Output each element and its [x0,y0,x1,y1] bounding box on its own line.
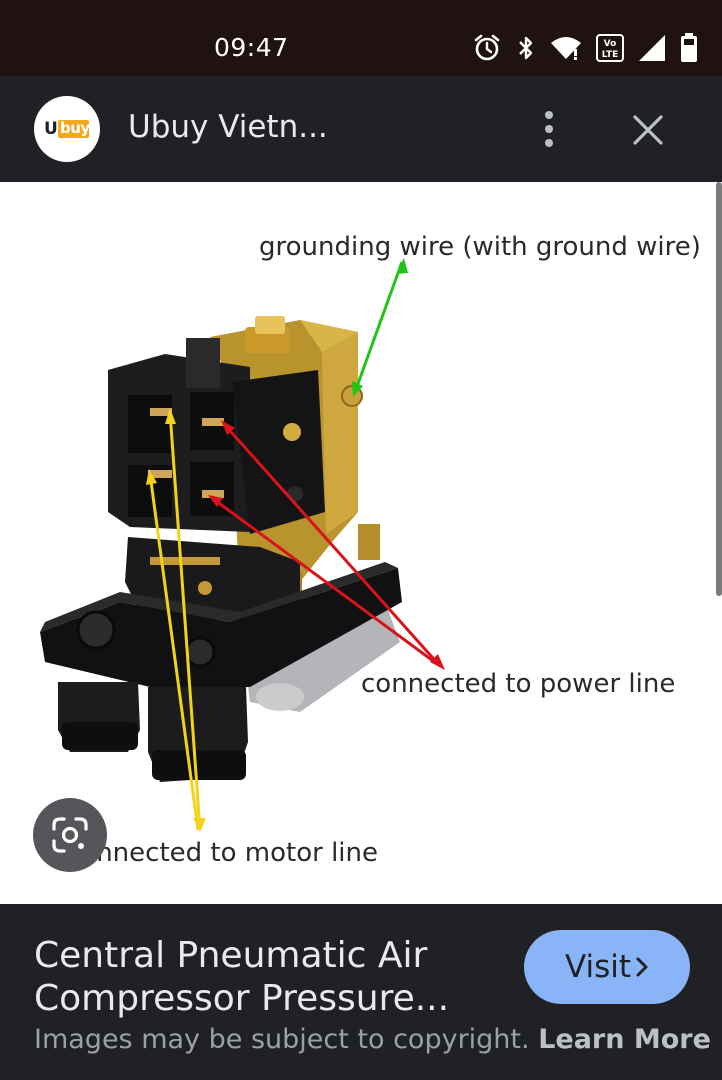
more-options-button[interactable] [530,108,568,150]
alarm-icon [474,34,500,61]
learn-more-link[interactable]: Learn More [538,1024,711,1055]
motor-arrows [146,408,206,832]
scrollbar-thumb[interactable] [716,182,722,596]
result-title[interactable]: Central Pneumatic Air Compressor Pressur… [34,934,494,1020]
signal-icon [639,35,665,61]
result-title-line1: Central Pneumatic Air [34,935,428,976]
more-vert-icon-dot [545,125,553,133]
wifi-icon [551,37,581,60]
status-time: 09:47 [214,33,289,62]
svg-text:Vo: Vo [604,39,617,49]
bluetooth-icon [519,36,533,60]
annotation-motor: connected to motor line [66,838,378,868]
chevron-right-icon [636,957,648,977]
visit-button[interactable]: Visit [524,930,690,1004]
close-icon [633,115,663,145]
status-icons: Vo LTE [472,30,698,66]
image-viewer[interactable]: grounding wire (with ground wire) connec… [0,182,722,904]
google-lens-button[interactable] [33,798,107,872]
ubuy-logo-icon: U buy [44,118,90,140]
more-vert-icon [545,111,553,119]
battery-icon [681,33,697,62]
app-bar: U buy Ubuy Vietn... [0,76,722,182]
image-info-panel: Central Pneumatic Air Compressor Pressur… [0,904,722,1080]
google-lens-icon [52,817,88,853]
annotation-grounding: grounding wire (with ground wire) [259,232,701,262]
copyright-text: Images may be subject to copyright. [34,1024,530,1055]
site-logo[interactable]: U buy [34,96,100,162]
site-title[interactable]: Ubuy Vietn... [128,109,328,145]
grounding-arrow [352,258,408,397]
status-bar: 09:47 Vo LTE [0,0,722,76]
volte-icon: Vo LTE [596,34,624,62]
close-button[interactable] [626,108,670,152]
copyright-notice: Images may be subject to copyright. Lear… [34,1024,711,1055]
visit-label: Visit [564,949,632,985]
pressure-switch-photo [40,258,445,832]
logo-letter: U [44,119,58,139]
result-title-line2: Compressor Pressure... [34,978,450,1019]
svg-text:LTE: LTE [602,50,619,60]
more-vert-icon-dot [545,139,553,147]
logo-word: buy [60,119,90,137]
power-arrows [208,420,445,670]
annotation-power: connected to power line [361,669,676,699]
